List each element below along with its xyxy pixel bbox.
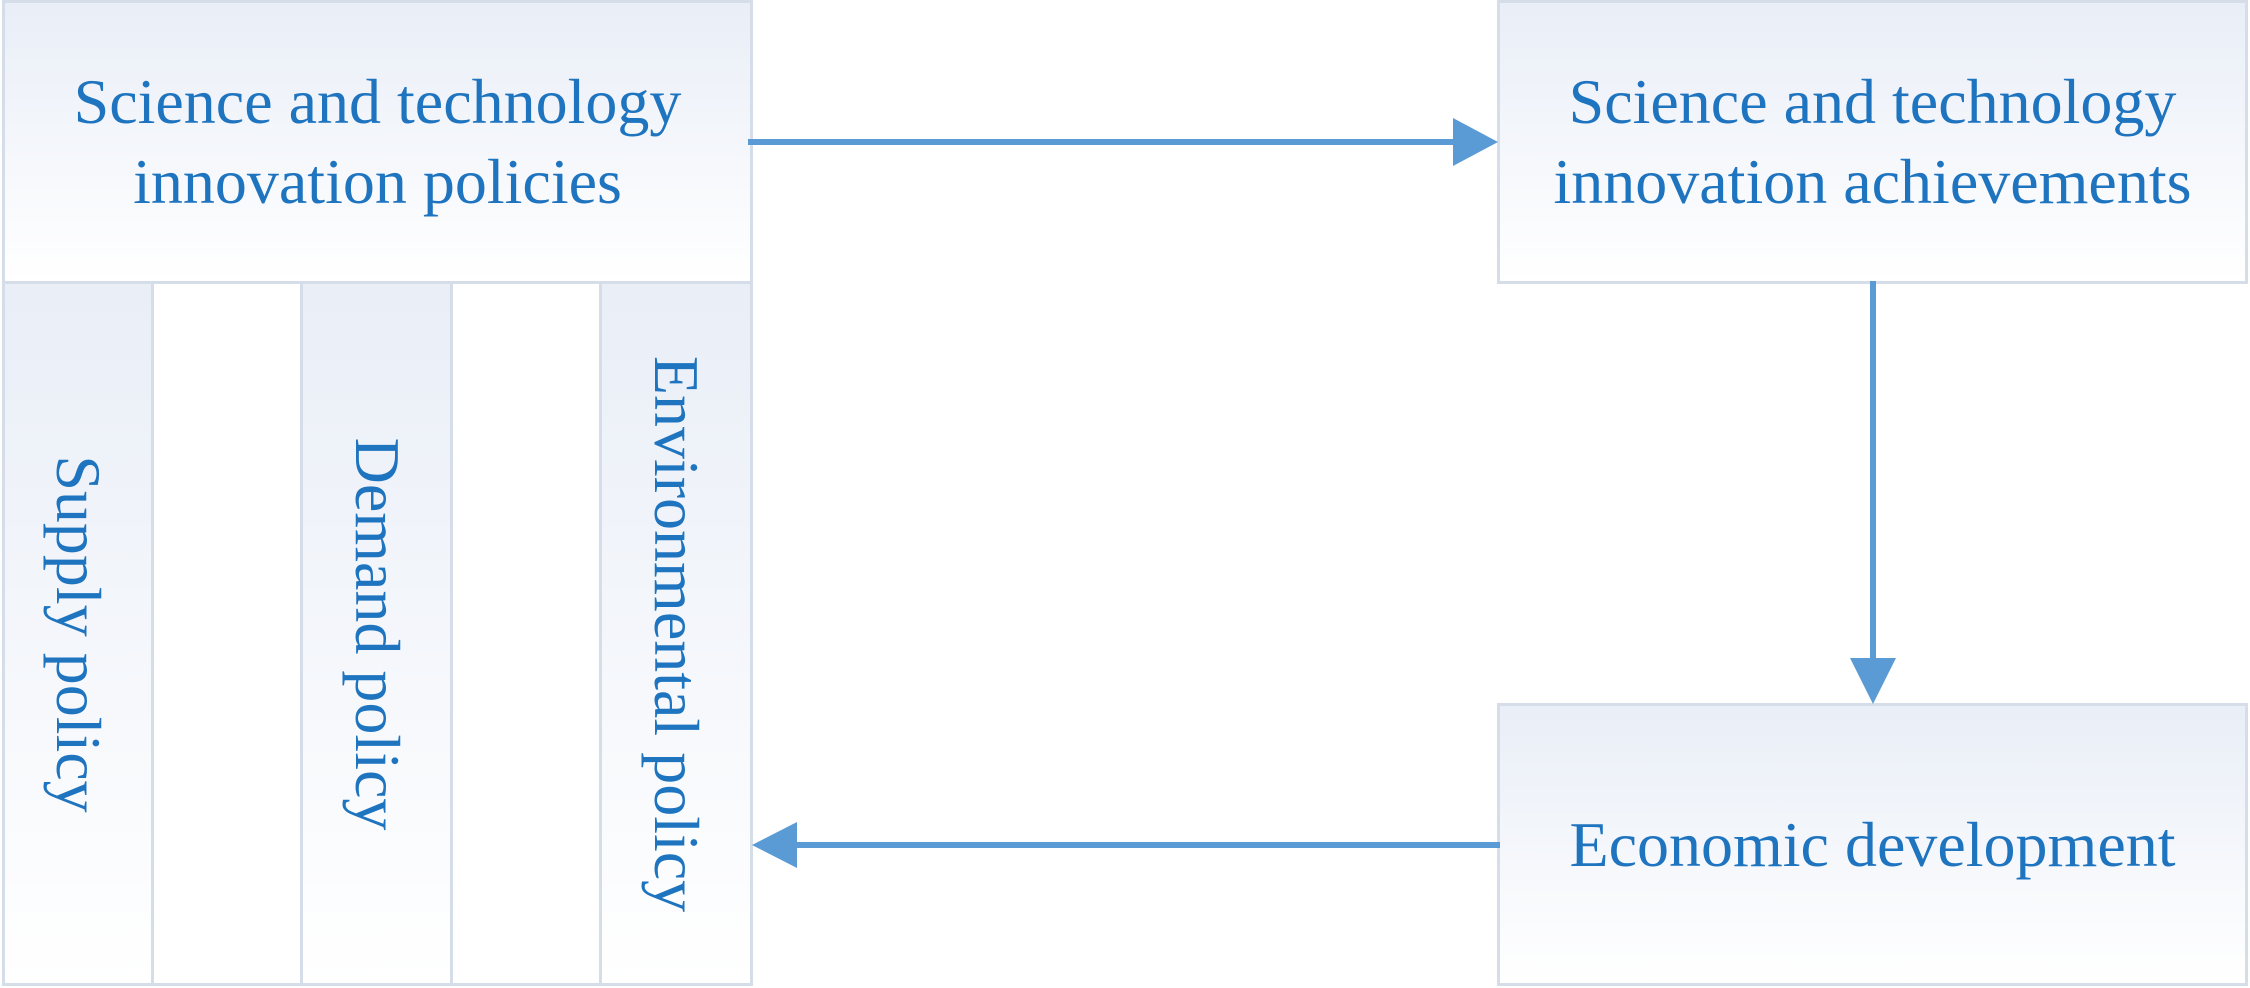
policy-column-spacer xyxy=(450,281,602,986)
policy-label-supply: Supply policy xyxy=(43,454,114,813)
policy-label-demand: Demand policy xyxy=(341,437,413,830)
node-innovation-policies: Science and technology innovation polici… xyxy=(2,0,753,284)
node-economic-development-label: Economic development xyxy=(1569,808,2176,880)
policy-column-environmental: Environmental policy xyxy=(599,281,753,986)
policy-column-demand: Demand policy xyxy=(300,281,453,986)
policy-column-spacer xyxy=(151,281,303,986)
policy-column-supply: Supply policy xyxy=(2,281,154,986)
arrowhead-left xyxy=(752,822,797,868)
node-economic-development: Economic development xyxy=(1497,703,2248,986)
node-innovation-policies-label: Science and technology innovation polici… xyxy=(73,66,682,217)
arrowhead-down xyxy=(1850,658,1896,704)
arrowhead-right xyxy=(1453,118,1498,166)
node-innovation-achievements: Science and technology innovation achiev… xyxy=(1497,0,2248,284)
node-innovation-achievements-label: Science and technology innovation achiev… xyxy=(1553,66,2192,217)
policy-label-environmental: Environmental policy xyxy=(641,355,712,912)
